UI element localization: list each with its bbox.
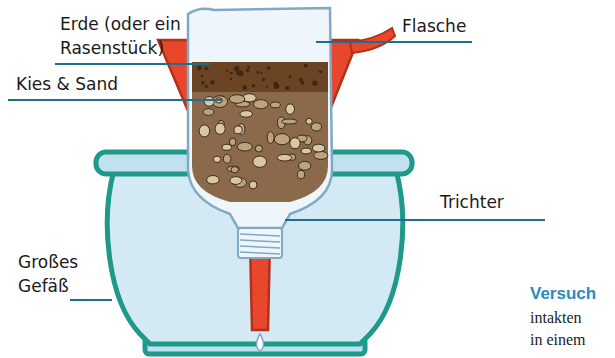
part-label: Flasche bbox=[402, 14, 466, 38]
leader-lines bbox=[8, 42, 545, 300]
soil-crumb bbox=[319, 70, 322, 73]
soil-crumb bbox=[266, 85, 268, 87]
stone bbox=[215, 123, 225, 134]
stone bbox=[240, 111, 253, 118]
bottle bbox=[188, 8, 332, 228]
stone bbox=[314, 151, 328, 159]
soil-crumb bbox=[312, 80, 317, 85]
leader-line bbox=[55, 63, 210, 65]
soil-crumbs bbox=[197, 64, 322, 91]
soil-crumb bbox=[299, 78, 303, 82]
body-text: intakten bbox=[530, 306, 582, 330]
soil-crumb bbox=[256, 71, 259, 74]
soil-crumb bbox=[205, 67, 208, 70]
stone bbox=[231, 167, 238, 173]
leader-line bbox=[70, 299, 112, 301]
soil-crumb bbox=[247, 66, 250, 69]
soil-crumb bbox=[242, 85, 247, 90]
stone bbox=[277, 154, 292, 161]
soil-crumb bbox=[289, 75, 292, 78]
stone bbox=[229, 95, 245, 104]
soil-crumb bbox=[246, 69, 249, 72]
stone bbox=[249, 181, 257, 189]
stone bbox=[253, 156, 267, 167]
soil-crumb bbox=[197, 66, 202, 71]
stone bbox=[301, 148, 312, 154]
soil-layer bbox=[192, 62, 328, 92]
bottle-threads bbox=[240, 234, 280, 254]
stone bbox=[203, 109, 214, 116]
soil-crumb bbox=[230, 72, 233, 75]
soil-crumb bbox=[285, 86, 289, 90]
part-label: Großes Gefäß bbox=[18, 250, 98, 298]
leader-line bbox=[316, 41, 472, 43]
soil-crumb bbox=[230, 78, 232, 80]
stone bbox=[312, 144, 325, 152]
stone bbox=[230, 177, 242, 185]
stone bbox=[207, 176, 220, 184]
soil-crumb bbox=[267, 66, 270, 69]
leader-line bbox=[285, 219, 545, 221]
stone bbox=[311, 123, 321, 131]
part-label: Erde (oder ein Rasenstück) bbox=[60, 12, 210, 60]
heading-text: Versuch bbox=[530, 282, 596, 306]
soil-crumb bbox=[262, 78, 265, 81]
soil-crumb bbox=[226, 70, 228, 72]
stone bbox=[237, 142, 252, 151]
stone bbox=[270, 102, 280, 108]
stone bbox=[299, 161, 311, 170]
stone bbox=[274, 134, 290, 145]
thread-line bbox=[240, 252, 280, 254]
body-text: in einem bbox=[530, 328, 586, 352]
soil-crumb bbox=[238, 71, 244, 77]
soil-crumb bbox=[234, 66, 239, 71]
stone bbox=[204, 97, 214, 107]
soil-crumb bbox=[304, 64, 308, 68]
bottle-neck bbox=[238, 228, 282, 258]
stone bbox=[286, 104, 295, 114]
water-drop bbox=[257, 334, 264, 351]
funnel-tab bbox=[350, 28, 395, 53]
part-label: Kies & Sand bbox=[16, 72, 118, 96]
soil-crumb bbox=[210, 80, 214, 84]
stone bbox=[213, 156, 221, 162]
stone bbox=[267, 132, 274, 144]
leader-line bbox=[8, 99, 222, 101]
thread-line bbox=[240, 240, 280, 242]
soil-crumb bbox=[273, 82, 278, 87]
stone bbox=[306, 118, 312, 124]
stone bbox=[199, 125, 210, 137]
soil-crumb bbox=[201, 75, 204, 78]
soil-crumb bbox=[201, 81, 205, 85]
gravel-layer bbox=[192, 92, 328, 202]
thread-line bbox=[240, 246, 280, 248]
soil-crumb bbox=[205, 85, 208, 88]
part-label: Trichter bbox=[440, 190, 504, 214]
stone bbox=[297, 170, 304, 178]
stone bbox=[253, 100, 268, 109]
gravel-stones bbox=[199, 94, 328, 189]
stone bbox=[223, 154, 231, 163]
stone bbox=[290, 138, 300, 149]
stone bbox=[255, 145, 262, 152]
stone bbox=[229, 138, 236, 145]
soil-crumb bbox=[260, 72, 262, 74]
thread-line bbox=[240, 234, 280, 236]
stone bbox=[234, 126, 242, 134]
stone bbox=[282, 119, 298, 124]
soil-crumb bbox=[252, 84, 256, 88]
